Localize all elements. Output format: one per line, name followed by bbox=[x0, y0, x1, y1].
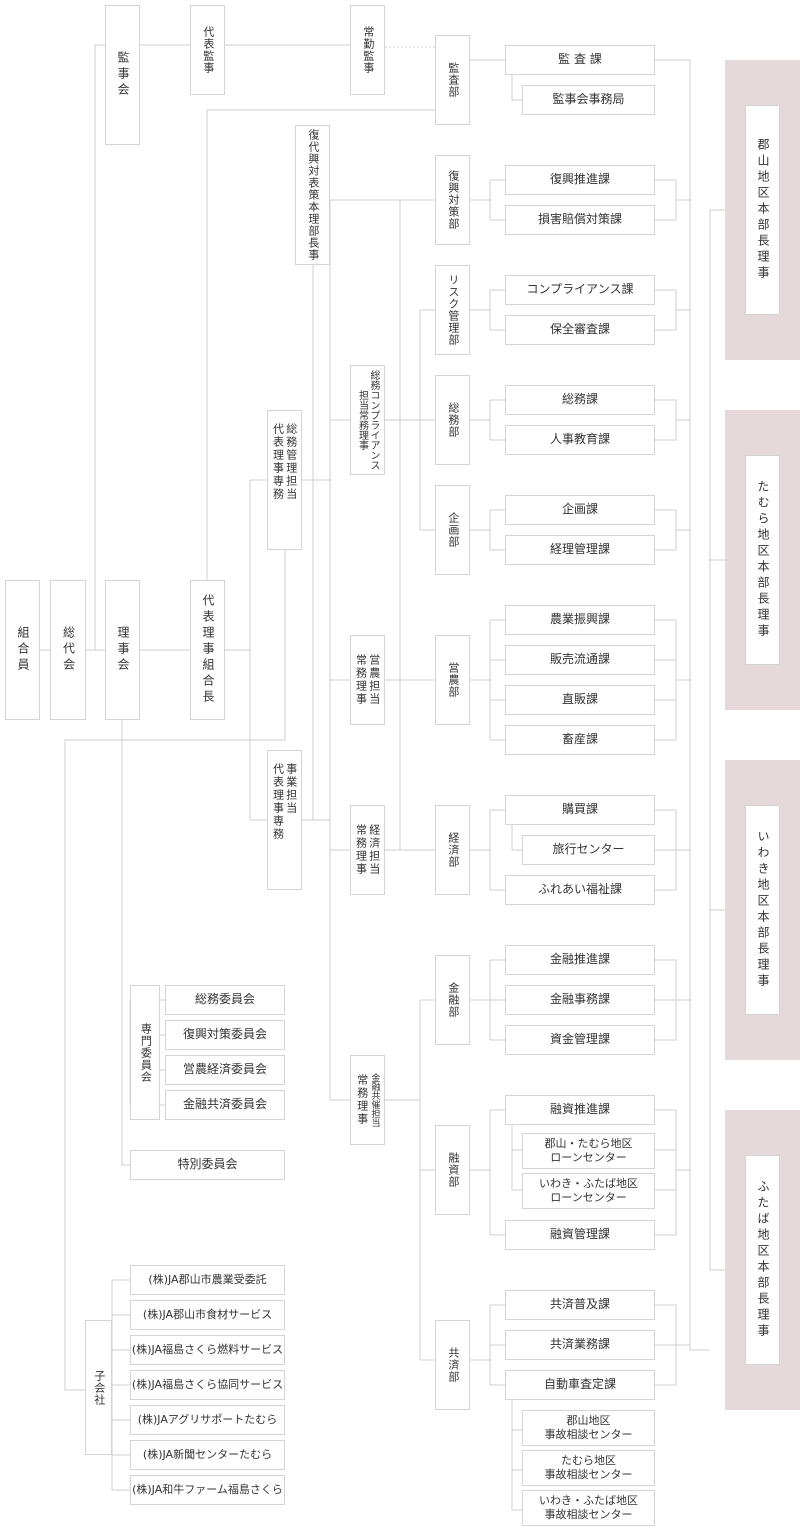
section-livestock: 畜産課 bbox=[505, 725, 655, 755]
dept-loan: 融資部 bbox=[435, 1125, 470, 1215]
dept-risk: リスク管理部 bbox=[435, 265, 470, 355]
dept-econ: 経済部 bbox=[435, 805, 470, 895]
section-accounting: 経理管理課 bbox=[505, 535, 655, 565]
section-recovery-promo: 復興推進課 bbox=[505, 165, 655, 195]
compliance-director-box: 総務コンプライアンス担当常務理事 bbox=[350, 365, 385, 475]
econ-director-title: 常務理事 bbox=[354, 824, 368, 876]
region-director-4: ふたば地区本部長理事 bbox=[745, 1155, 780, 1365]
board-box: 理事会 bbox=[105, 580, 140, 720]
section-fin-promo: 金融推進課 bbox=[505, 945, 655, 975]
section-purchase: 購買課 bbox=[505, 795, 655, 825]
section-travel: 旅行センター bbox=[522, 835, 655, 865]
section-welfare: ふれあい福祉課 bbox=[505, 875, 655, 905]
section-funds: 資金管理課 bbox=[505, 1025, 655, 1055]
region-director-3: いわき地区本部長理事 bbox=[745, 805, 780, 1015]
subsidiaries-label: 子会社 bbox=[85, 1320, 112, 1455]
subsidiary-item: (株)JA福島さくら燃料サービス bbox=[130, 1335, 285, 1365]
subsidiary-item: (株)JA新聞センターたむら bbox=[130, 1440, 285, 1470]
section-mutual-admin: 共済業務課 bbox=[505, 1330, 655, 1360]
section-auto-claims: 自動車査定課 bbox=[505, 1370, 655, 1400]
business-director-box: 代表理事専務 事業担当 bbox=[267, 750, 302, 890]
subsidiary-item: (株)JA福島さくら協同サービス bbox=[130, 1370, 285, 1400]
section-audit-office: 監事会事務局 bbox=[522, 85, 655, 115]
finance-director-title: 常務理事 bbox=[355, 1074, 369, 1126]
business-director-title: 代表理事専務 bbox=[271, 763, 285, 841]
fulltime-auditor-box: 常勤監事 bbox=[350, 5, 385, 95]
recovery-director-box: 復代興対表策本理部長事 bbox=[295, 125, 330, 265]
section-accident-2: たむら地区 事故相談センター bbox=[522, 1450, 655, 1486]
general-director-box: 代表理事専務 総務管理担当 bbox=[267, 410, 302, 550]
econ-director-box: 常務理事 経済担当 bbox=[350, 805, 385, 895]
section-hr: 人事教育課 bbox=[505, 425, 655, 455]
dept-finance: 金融部 bbox=[435, 955, 470, 1045]
section-damage: 損害賠償対策課 bbox=[505, 205, 655, 235]
agri-director-role: 営農担当 bbox=[367, 654, 381, 706]
committee-item: 営農経済委員会 bbox=[165, 1055, 285, 1085]
section-loan-center-1: 郡山・たむら地区 ローンセンター bbox=[522, 1133, 655, 1169]
rep-auditor-box: 代表監事 bbox=[190, 5, 225, 95]
special-committee: 特別委員会 bbox=[130, 1150, 285, 1180]
business-director-role: 事業担当 bbox=[284, 763, 298, 815]
dept-agri: 営農部 bbox=[435, 635, 470, 725]
section-general: 総務課 bbox=[505, 385, 655, 415]
general-director-role: 総務管理担当 bbox=[284, 423, 298, 501]
finance-director-role: 金融共催担当 bbox=[369, 1073, 380, 1127]
finance-director-box: 常務理事 金融共催担当 bbox=[350, 1055, 385, 1145]
section-agri-promo: 農業振興課 bbox=[505, 605, 655, 635]
section-loan-promo: 融資推進課 bbox=[505, 1095, 655, 1125]
members-box: 組合員 bbox=[5, 580, 40, 720]
audit-board-box: 監事会 bbox=[105, 5, 140, 145]
region-director-2: たむら地区本部長理事 bbox=[745, 455, 780, 665]
agri-director-box: 常務理事 営農担当 bbox=[350, 635, 385, 725]
section-loan-mgmt: 融資管理課 bbox=[505, 1220, 655, 1250]
section-fin-admin: 金融事務課 bbox=[505, 985, 655, 1015]
committee-item: 総務委員会 bbox=[165, 985, 285, 1015]
dept-mutual: 共済部 bbox=[435, 1320, 470, 1410]
committees-label: 専門委員会 bbox=[130, 985, 160, 1120]
section-planning: 企画課 bbox=[505, 495, 655, 525]
section-loan-center-2: いわき・ふたば地区 ローンセンター bbox=[522, 1173, 655, 1209]
committee-item: 復興対策委員会 bbox=[165, 1020, 285, 1050]
agri-director-title: 常務理事 bbox=[354, 654, 368, 706]
subsidiary-item: (株)JA郡山市食材サービス bbox=[130, 1300, 285, 1330]
section-accident-3: いわき・ふたば地区 事故相談センター bbox=[522, 1490, 655, 1526]
delegates-box: 総代会 bbox=[50, 580, 86, 720]
president-box: 代表理事組合長 bbox=[190, 580, 225, 720]
subsidiary-item: (株)JA郡山市農業受委託 bbox=[130, 1265, 285, 1295]
region-director-1: 郡山地区本部長理事 bbox=[745, 105, 780, 315]
dept-audit: 監査部 bbox=[435, 35, 470, 125]
dept-general: 総務部 bbox=[435, 375, 470, 465]
subsidiary-item: (株)JAアグリサポートたむら bbox=[130, 1405, 285, 1435]
section-sales: 販売流通課 bbox=[505, 645, 655, 675]
committee-item: 金融共済委員会 bbox=[165, 1090, 285, 1120]
dept-planning: 企画部 bbox=[435, 485, 470, 575]
general-director-title: 代表理事専務 bbox=[271, 423, 285, 501]
dept-recovery: 復興対策部 bbox=[435, 155, 470, 245]
section-compliance: コンプライアンス課 bbox=[505, 275, 655, 305]
section-mutual-promo: 共済普及課 bbox=[505, 1290, 655, 1320]
subsidiary-item: (株)JA和牛ファーム福島さくら bbox=[130, 1475, 285, 1505]
section-accident-1: 郡山地区 事故相談センター bbox=[522, 1410, 655, 1446]
section-direct: 直販課 bbox=[505, 685, 655, 715]
section-security: 保全審査課 bbox=[505, 315, 655, 345]
section-audit: 監 査 課 bbox=[505, 45, 655, 75]
econ-director-role: 経済担当 bbox=[367, 824, 381, 876]
